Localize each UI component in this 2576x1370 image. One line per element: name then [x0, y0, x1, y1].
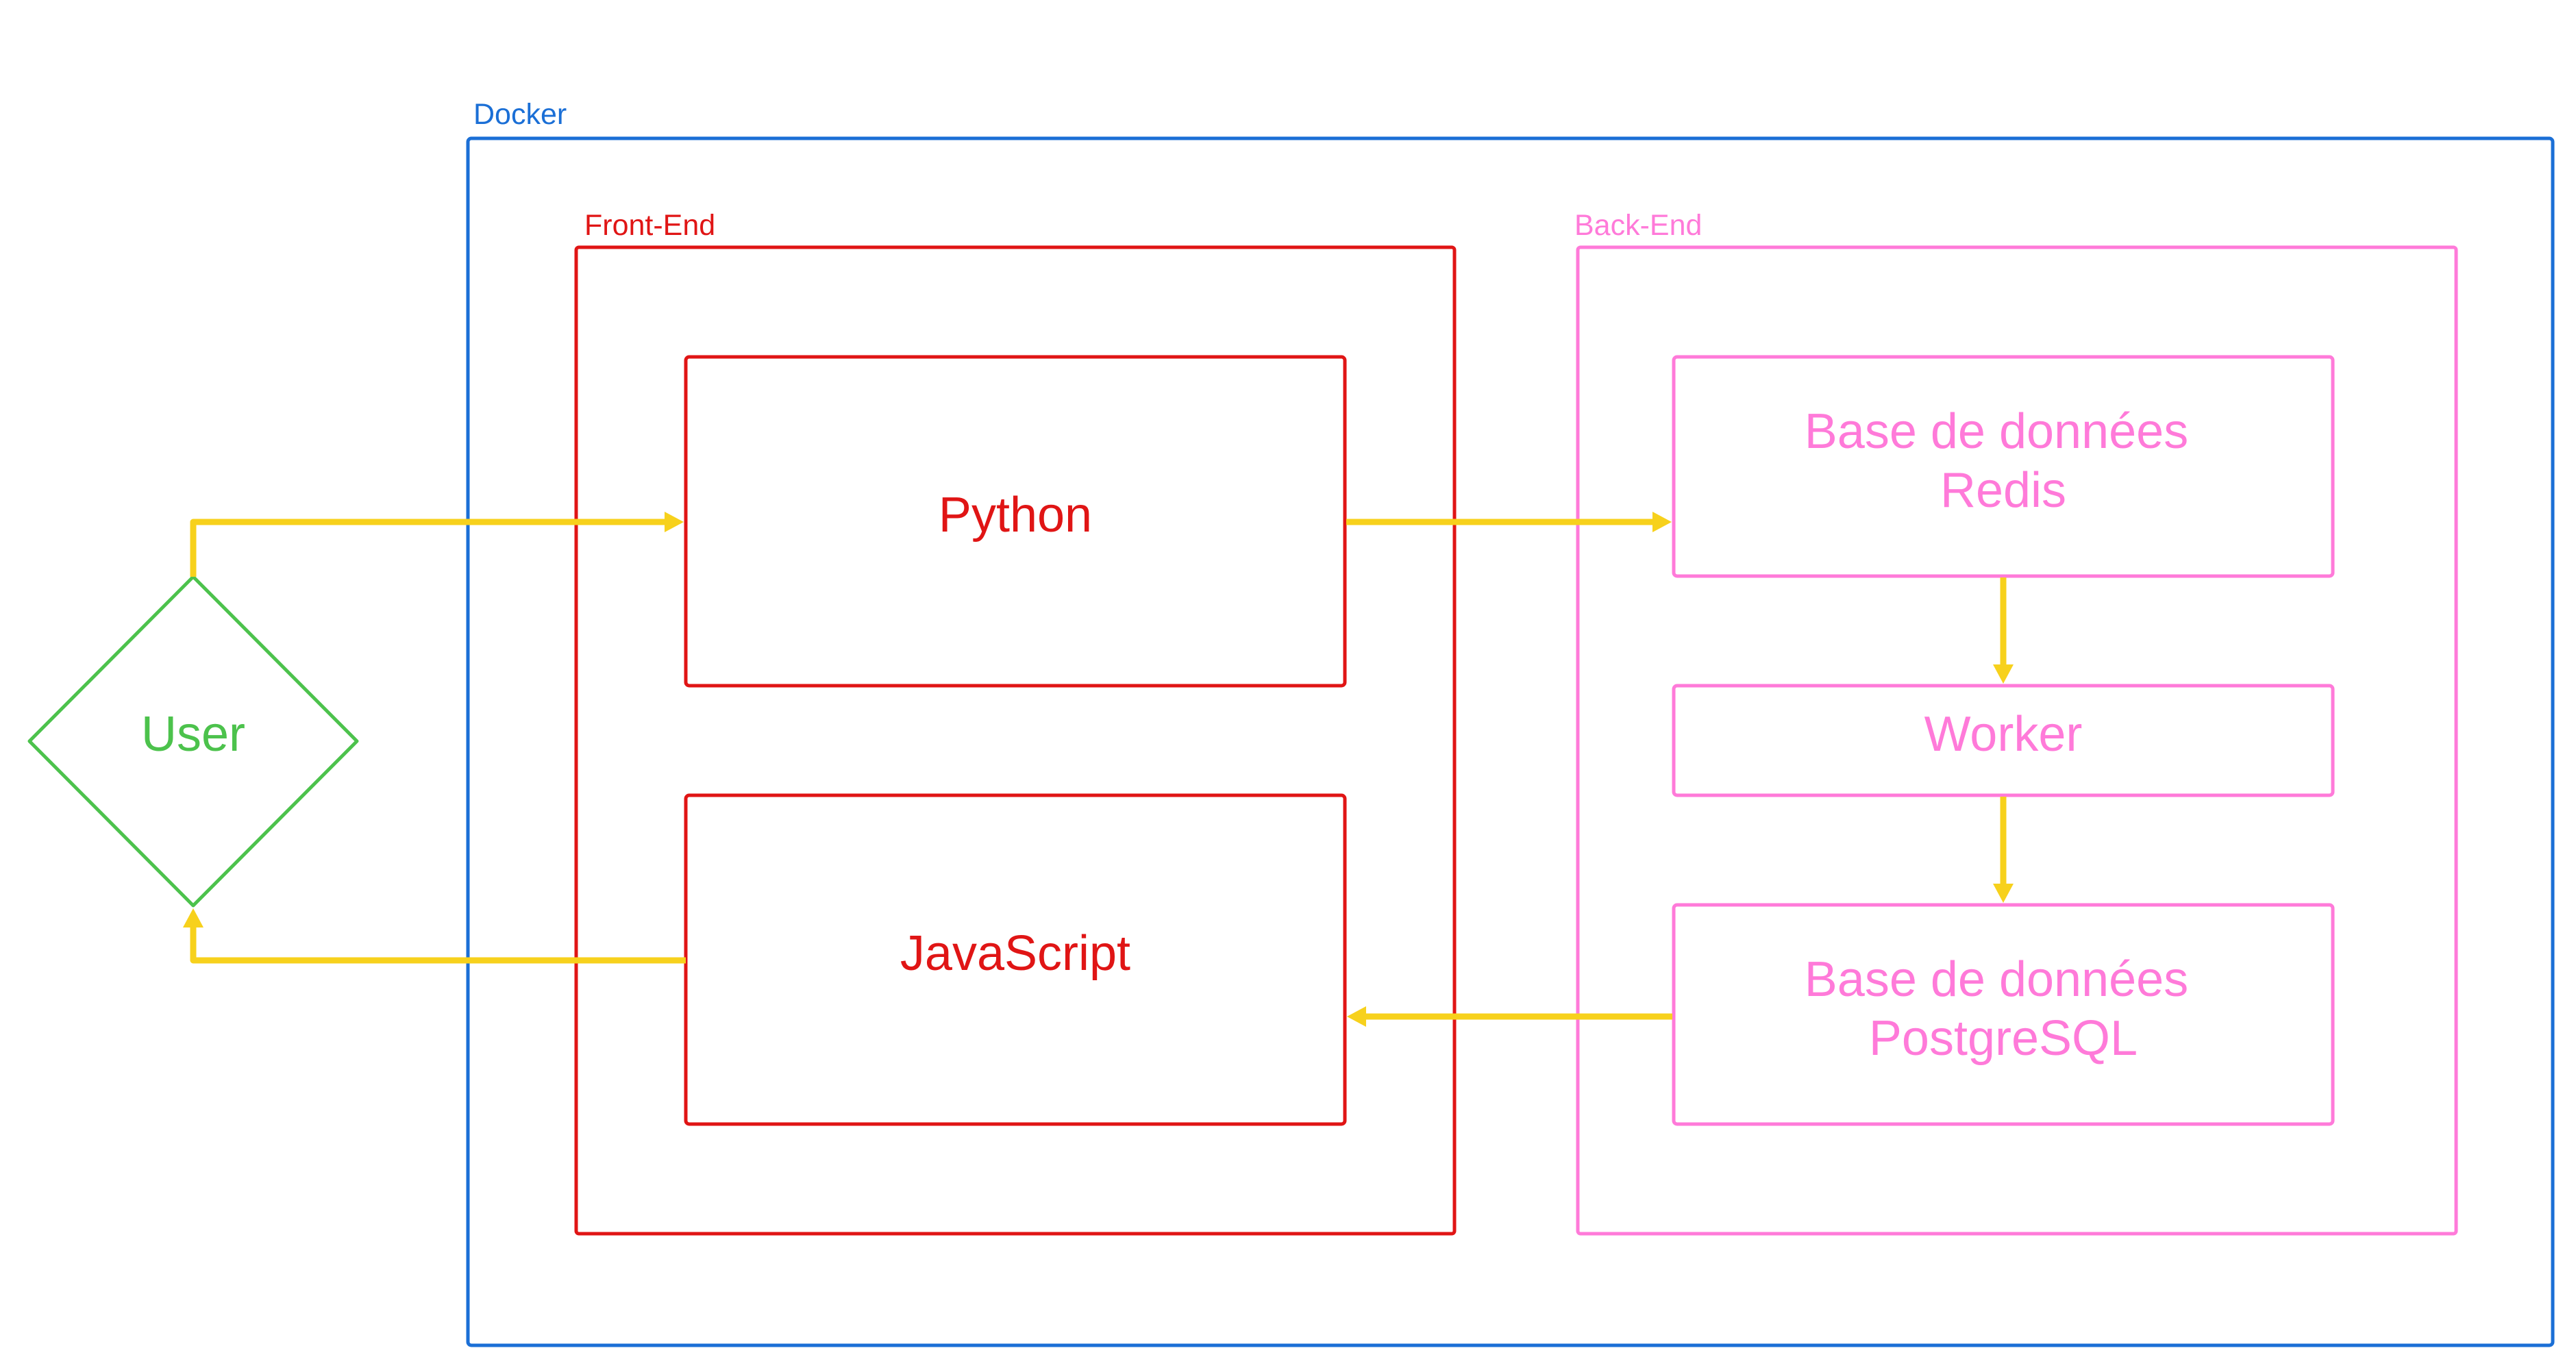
arrowhead-postgres: [1993, 884, 2014, 903]
arrowhead-user: [183, 908, 203, 927]
redis-label-line-2: Redis: [1940, 463, 2066, 518]
user-node: [27, 575, 359, 908]
arrowhead-worker: [1993, 664, 2014, 684]
postgres-node: [1672, 903, 2335, 1126]
front-end-label: Front-End: [584, 209, 715, 242]
redis-node: [1672, 355, 2335, 578]
arrowhead-javascript: [1347, 1006, 1366, 1027]
docker-label: Docker: [473, 98, 567, 131]
back-end-label: Back-End: [1574, 209, 1702, 242]
redis-label-line-1: Base de données: [1805, 404, 2188, 459]
javascript-label: JavaScript: [900, 926, 1130, 981]
back-end-group: [1576, 245, 2458, 1236]
postgres-label: Base de données PostgreSQL: [1805, 952, 2202, 1066]
arrow-user-to-python: [190, 519, 666, 577]
redis-label: Base de données Redis: [1805, 404, 2202, 518]
worker-node: [1672, 684, 2335, 797]
python-node: [684, 355, 1347, 688]
postgres-label-line-2: PostgreSQL: [1869, 1011, 2138, 1066]
user-label: User: [141, 707, 245, 762]
front-end-group: [574, 245, 1457, 1236]
arrowhead-redis: [1652, 512, 1672, 532]
postgres-label-line-1: Base de données: [1805, 952, 2188, 1007]
docker-container: [466, 136, 2555, 1347]
arrow-javascript-to-user: [190, 926, 686, 964]
arrowhead-python: [665, 512, 684, 532]
worker-label: Worker: [1924, 707, 2083, 762]
python-label: Python: [939, 488, 1092, 543]
